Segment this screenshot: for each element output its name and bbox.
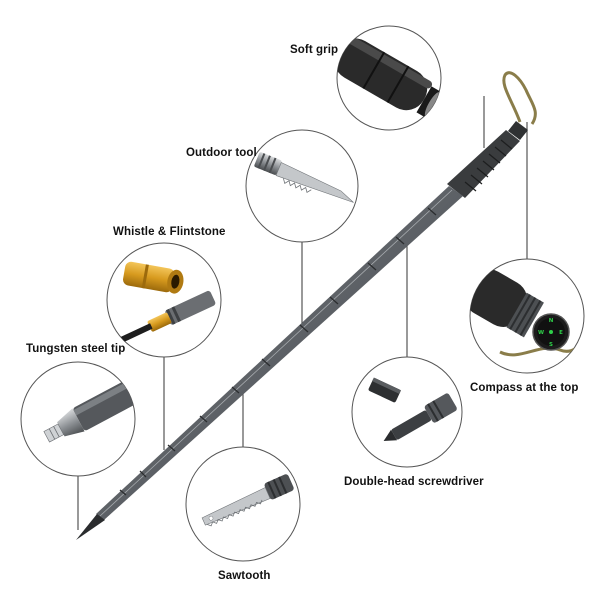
- knife-blade: [275, 162, 354, 203]
- compass-needle: [549, 330, 553, 334]
- label-sawtooth: Sawtooth: [218, 570, 271, 582]
- label-tungsten-tip: Tungsten steel tip: [26, 343, 126, 355]
- flint-rod: [113, 323, 153, 346]
- compass-mark-n: N: [549, 318, 554, 324]
- phillips-shank: [391, 410, 431, 440]
- compass-detail: N E S W: [469, 258, 585, 374]
- phillips-tip: [383, 429, 398, 441]
- whistle-detail: [106, 242, 222, 358]
- flat-head-bit: [368, 378, 401, 403]
- pole-top-cap: [508, 121, 528, 140]
- screwdriver-detail: [351, 356, 463, 468]
- tip-cone: [57, 408, 85, 437]
- tungsten-tip-detail: [20, 361, 136, 477]
- label-soft-grip: Soft grip: [290, 44, 339, 56]
- label-outdoor-tool: Outdoor tool: [186, 147, 257, 159]
- handle-ridges: [464, 139, 513, 192]
- compass-mark-w: W: [538, 330, 544, 336]
- saw-blade: [201, 487, 271, 526]
- label-compass: Compass at the top: [470, 382, 579, 394]
- lanyard-cord: [502, 71, 537, 125]
- compass-mark-e: E: [559, 330, 563, 336]
- whistle-body: [123, 261, 175, 293]
- soft-grip-detail: [336, 25, 442, 131]
- compass-mark-s: S: [549, 342, 553, 348]
- callout-lines: [77, 96, 528, 530]
- label-whistle-flintstone: Whistle & Flintstone: [113, 226, 226, 238]
- screwdriver-socket: [424, 393, 457, 423]
- pole-tip: [76, 514, 105, 540]
- pole-handle: [447, 130, 520, 198]
- tungsten-point: [43, 423, 65, 443]
- shaft-highlight: [99, 189, 453, 517]
- trekking-pole: [76, 71, 537, 540]
- outdoor-tool-detail: [245, 129, 359, 243]
- grip-metal-ring: [424, 92, 441, 117]
- sawtooth-detail: [185, 446, 301, 562]
- label-screwdriver: Double-head screwdriver: [344, 476, 484, 488]
- pole-shaft: [96, 186, 463, 520]
- grip-foam: [337, 38, 428, 111]
- shaft-joints: [119, 207, 437, 496]
